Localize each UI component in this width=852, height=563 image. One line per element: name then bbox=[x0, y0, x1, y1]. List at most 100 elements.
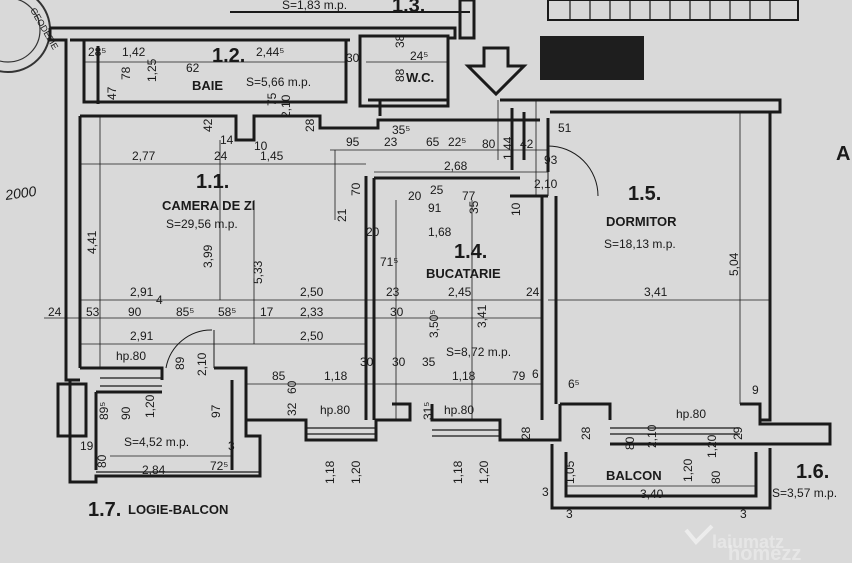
dim: 1,44 bbox=[501, 136, 515, 160]
dim: 28 bbox=[579, 426, 593, 440]
dim: 24⁵ bbox=[410, 49, 428, 63]
dim: 35 bbox=[422, 355, 436, 369]
dim: 93 bbox=[544, 153, 558, 167]
dim: 23 bbox=[386, 285, 400, 299]
dim: 2,10 bbox=[534, 177, 558, 191]
dim: 1,20 bbox=[705, 434, 719, 458]
dim: 1,18 bbox=[452, 369, 476, 383]
dim: 1,20 bbox=[143, 394, 157, 418]
watermark-check-icon bbox=[684, 524, 714, 545]
dim: 32 bbox=[285, 402, 299, 416]
room-1-1-name: CAMERA DE ZI bbox=[162, 198, 255, 213]
dim: 21 bbox=[335, 208, 349, 222]
dim: 4,41 bbox=[85, 230, 99, 254]
dim: 1,68 bbox=[428, 225, 452, 239]
dim: 2,10 bbox=[195, 352, 209, 376]
dim: 70 bbox=[349, 182, 363, 196]
dim: 78 bbox=[119, 66, 133, 80]
dim: 9 bbox=[752, 383, 759, 397]
room-1-6-area: S=3,57 m.p. bbox=[772, 486, 837, 500]
dim: 30 bbox=[360, 355, 374, 369]
dim: 23 bbox=[384, 135, 398, 149]
dim: 38 bbox=[393, 34, 407, 48]
dim: 30 bbox=[346, 51, 360, 65]
dim: 42 bbox=[201, 118, 215, 132]
dim: 1,18 bbox=[324, 369, 348, 383]
dim: 5,04 bbox=[727, 252, 741, 276]
dim: 62 bbox=[186, 61, 200, 75]
room-1-7-area: S=4,52 m.p. bbox=[124, 435, 189, 449]
dim: 14 bbox=[220, 133, 234, 147]
dim: 20 bbox=[408, 189, 422, 203]
dim: 4 bbox=[156, 293, 163, 307]
dim: 80 bbox=[623, 436, 637, 450]
dimension-numbers: 28⁵ 1,42 2,44⁵ 62 78 1,25 47 38 24⁵ 88 3… bbox=[48, 34, 759, 521]
dim: 77 bbox=[462, 189, 476, 203]
door-swings bbox=[165, 145, 599, 369]
dim: 6⁵ bbox=[568, 377, 580, 391]
dim: 1,18 bbox=[451, 460, 465, 484]
dim: 42 bbox=[520, 137, 534, 151]
dimension-lines bbox=[44, 61, 770, 487]
dim: 85⁵ bbox=[176, 305, 194, 319]
room-1-7-name: LOGIE-BALCON bbox=[128, 502, 228, 517]
room-1-3-area: S=1,83 m.p. bbox=[282, 0, 347, 12]
dim: 30 bbox=[390, 305, 404, 319]
dim: 2,68 bbox=[444, 159, 468, 173]
dim: 79 bbox=[512, 369, 526, 383]
dim: 24 bbox=[526, 285, 540, 299]
dim: hp.80 bbox=[116, 349, 146, 363]
dim: 2,44⁵ bbox=[256, 45, 284, 59]
dim: 17 bbox=[260, 305, 274, 319]
dim: 72⁵ bbox=[210, 459, 228, 473]
dim: 89 bbox=[173, 356, 187, 370]
dim: 24 bbox=[214, 149, 228, 163]
room-1-2-name: BAIE bbox=[192, 78, 223, 93]
dim: 22⁵ bbox=[448, 135, 466, 149]
dim: 1,20 bbox=[477, 460, 491, 484]
room-1-6-id: 1.6. bbox=[796, 461, 829, 483]
dim: 3 bbox=[740, 507, 747, 521]
dim: 65 bbox=[426, 135, 440, 149]
dim: 28⁵ bbox=[88, 45, 106, 59]
dim: 85 bbox=[272, 369, 286, 383]
dim: 1,42 bbox=[122, 45, 146, 59]
room-1-3-id: 1.3. bbox=[392, 0, 425, 17]
dim: 30 bbox=[392, 355, 406, 369]
dim: hp.80 bbox=[444, 403, 474, 417]
dim: 6 bbox=[532, 367, 539, 381]
watermark: laiumatz homezz bbox=[684, 524, 801, 563]
window-lines bbox=[96, 377, 740, 473]
handwritten-note: 2000 bbox=[3, 183, 37, 203]
dim: 97 bbox=[209, 404, 223, 418]
dim: 90 bbox=[128, 305, 142, 319]
dim: 47 bbox=[105, 86, 119, 100]
dim: 2,77 bbox=[132, 149, 156, 163]
redaction-block bbox=[540, 36, 644, 80]
dim: 51 bbox=[558, 121, 572, 135]
dim: 2,10 bbox=[645, 424, 659, 448]
dim: 28 bbox=[519, 426, 533, 440]
dim: 2,50 bbox=[300, 285, 324, 299]
dim: 29 bbox=[731, 426, 745, 440]
room-labels: 1.1. CAMERA DE ZI S=29,56 m.p. 1.2. BAIE… bbox=[88, 0, 850, 521]
room-1-5-area: S=18,13 m.p. bbox=[604, 237, 676, 251]
room-1-4-id: 1.4. bbox=[454, 241, 487, 263]
dim: 35⁵ bbox=[392, 123, 410, 137]
dim: 2,84 bbox=[142, 463, 166, 477]
balcon-name: BALCON bbox=[606, 468, 662, 483]
dim: 2,91 bbox=[130, 285, 154, 299]
dim: 95 bbox=[346, 135, 360, 149]
dim: 3,99 bbox=[201, 244, 215, 268]
dim: 80 bbox=[709, 470, 723, 484]
dim: 3,40 bbox=[640, 487, 664, 501]
dim: 91 bbox=[428, 201, 442, 215]
room-1-2-id: 1.2. bbox=[212, 45, 245, 67]
dim: 71⁵ bbox=[380, 255, 398, 269]
dim: hp.80 bbox=[320, 403, 350, 417]
dim: hp.80 bbox=[676, 407, 706, 421]
room-1-5-name: DORMITOR bbox=[606, 214, 677, 229]
